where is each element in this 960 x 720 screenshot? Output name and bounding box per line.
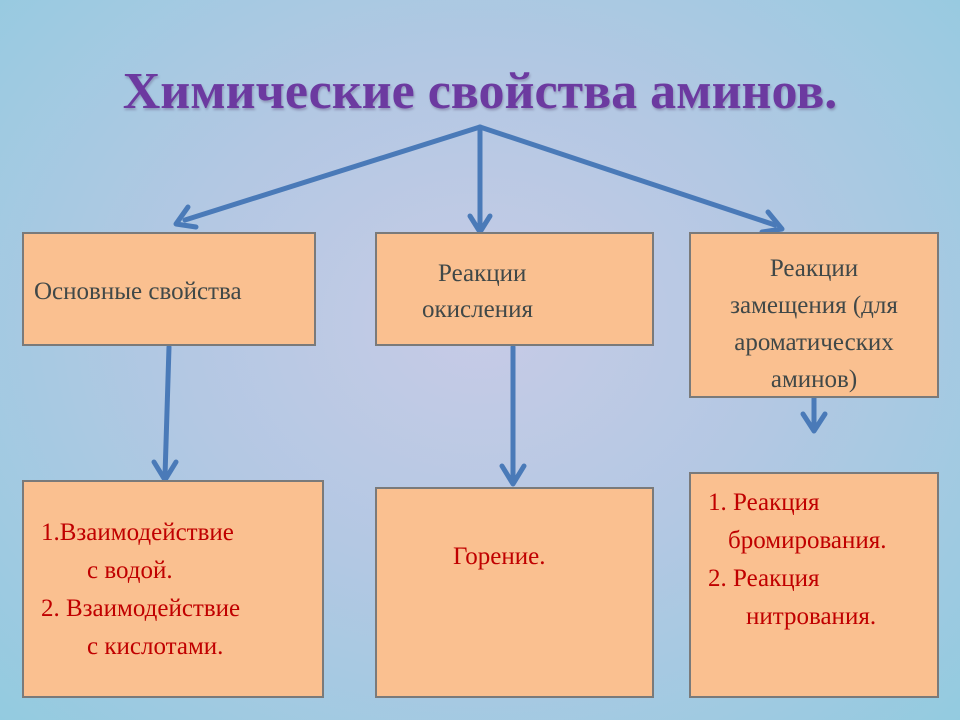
category-box-oxidation: Реакции окисления <box>375 232 654 346</box>
arrowhead-substitution-details <box>800 411 828 434</box>
category-text: замещения (для <box>730 292 898 319</box>
detail-box-substitution: 1. Реакция бромирования. 2. Реакция нитр… <box>689 472 939 698</box>
detail-text: с водой. <box>87 557 173 584</box>
arrow-basic-to-details <box>162 344 172 479</box>
arrowhead-substitution <box>759 209 785 235</box>
detail-text: с кислотами. <box>87 633 224 660</box>
detail-box-oxidation: Горение. <box>375 487 654 698</box>
arrowhead-oxidation-details <box>499 463 527 487</box>
detail-text: 1. Реакция <box>708 489 820 516</box>
arrow-to-basic-properties <box>182 124 483 223</box>
arrowhead-basic-properties <box>173 204 199 230</box>
category-box-basic-properties: Основные свойства <box>22 232 316 346</box>
detail-text: бромирования. <box>728 527 887 554</box>
category-text: Реакции <box>438 260 527 287</box>
detail-text: Горение. <box>453 543 546 570</box>
detail-text: 1.Взаимодействие <box>41 519 234 546</box>
category-text: Основные свойства <box>34 278 242 305</box>
detail-text: 2. Взаимодействие <box>41 595 241 622</box>
detail-text: нитрования. <box>746 603 877 630</box>
category-text: Реакции <box>769 255 859 282</box>
category-text: окисления <box>422 296 533 323</box>
detail-box-basic-properties: 1.Взаимодействие с водой. 2. Взаимодейст… <box>22 480 324 698</box>
category-text: ароматических <box>734 329 894 356</box>
arrow-to-substitution <box>477 124 778 228</box>
diagram-title: Химические свойства аминов. <box>122 63 838 120</box>
category-box-substitution: Реакции замещения (для ароматических ами… <box>689 232 939 398</box>
category-text: аминов) <box>770 366 858 393</box>
detail-text: 2. Реакция <box>708 565 820 592</box>
